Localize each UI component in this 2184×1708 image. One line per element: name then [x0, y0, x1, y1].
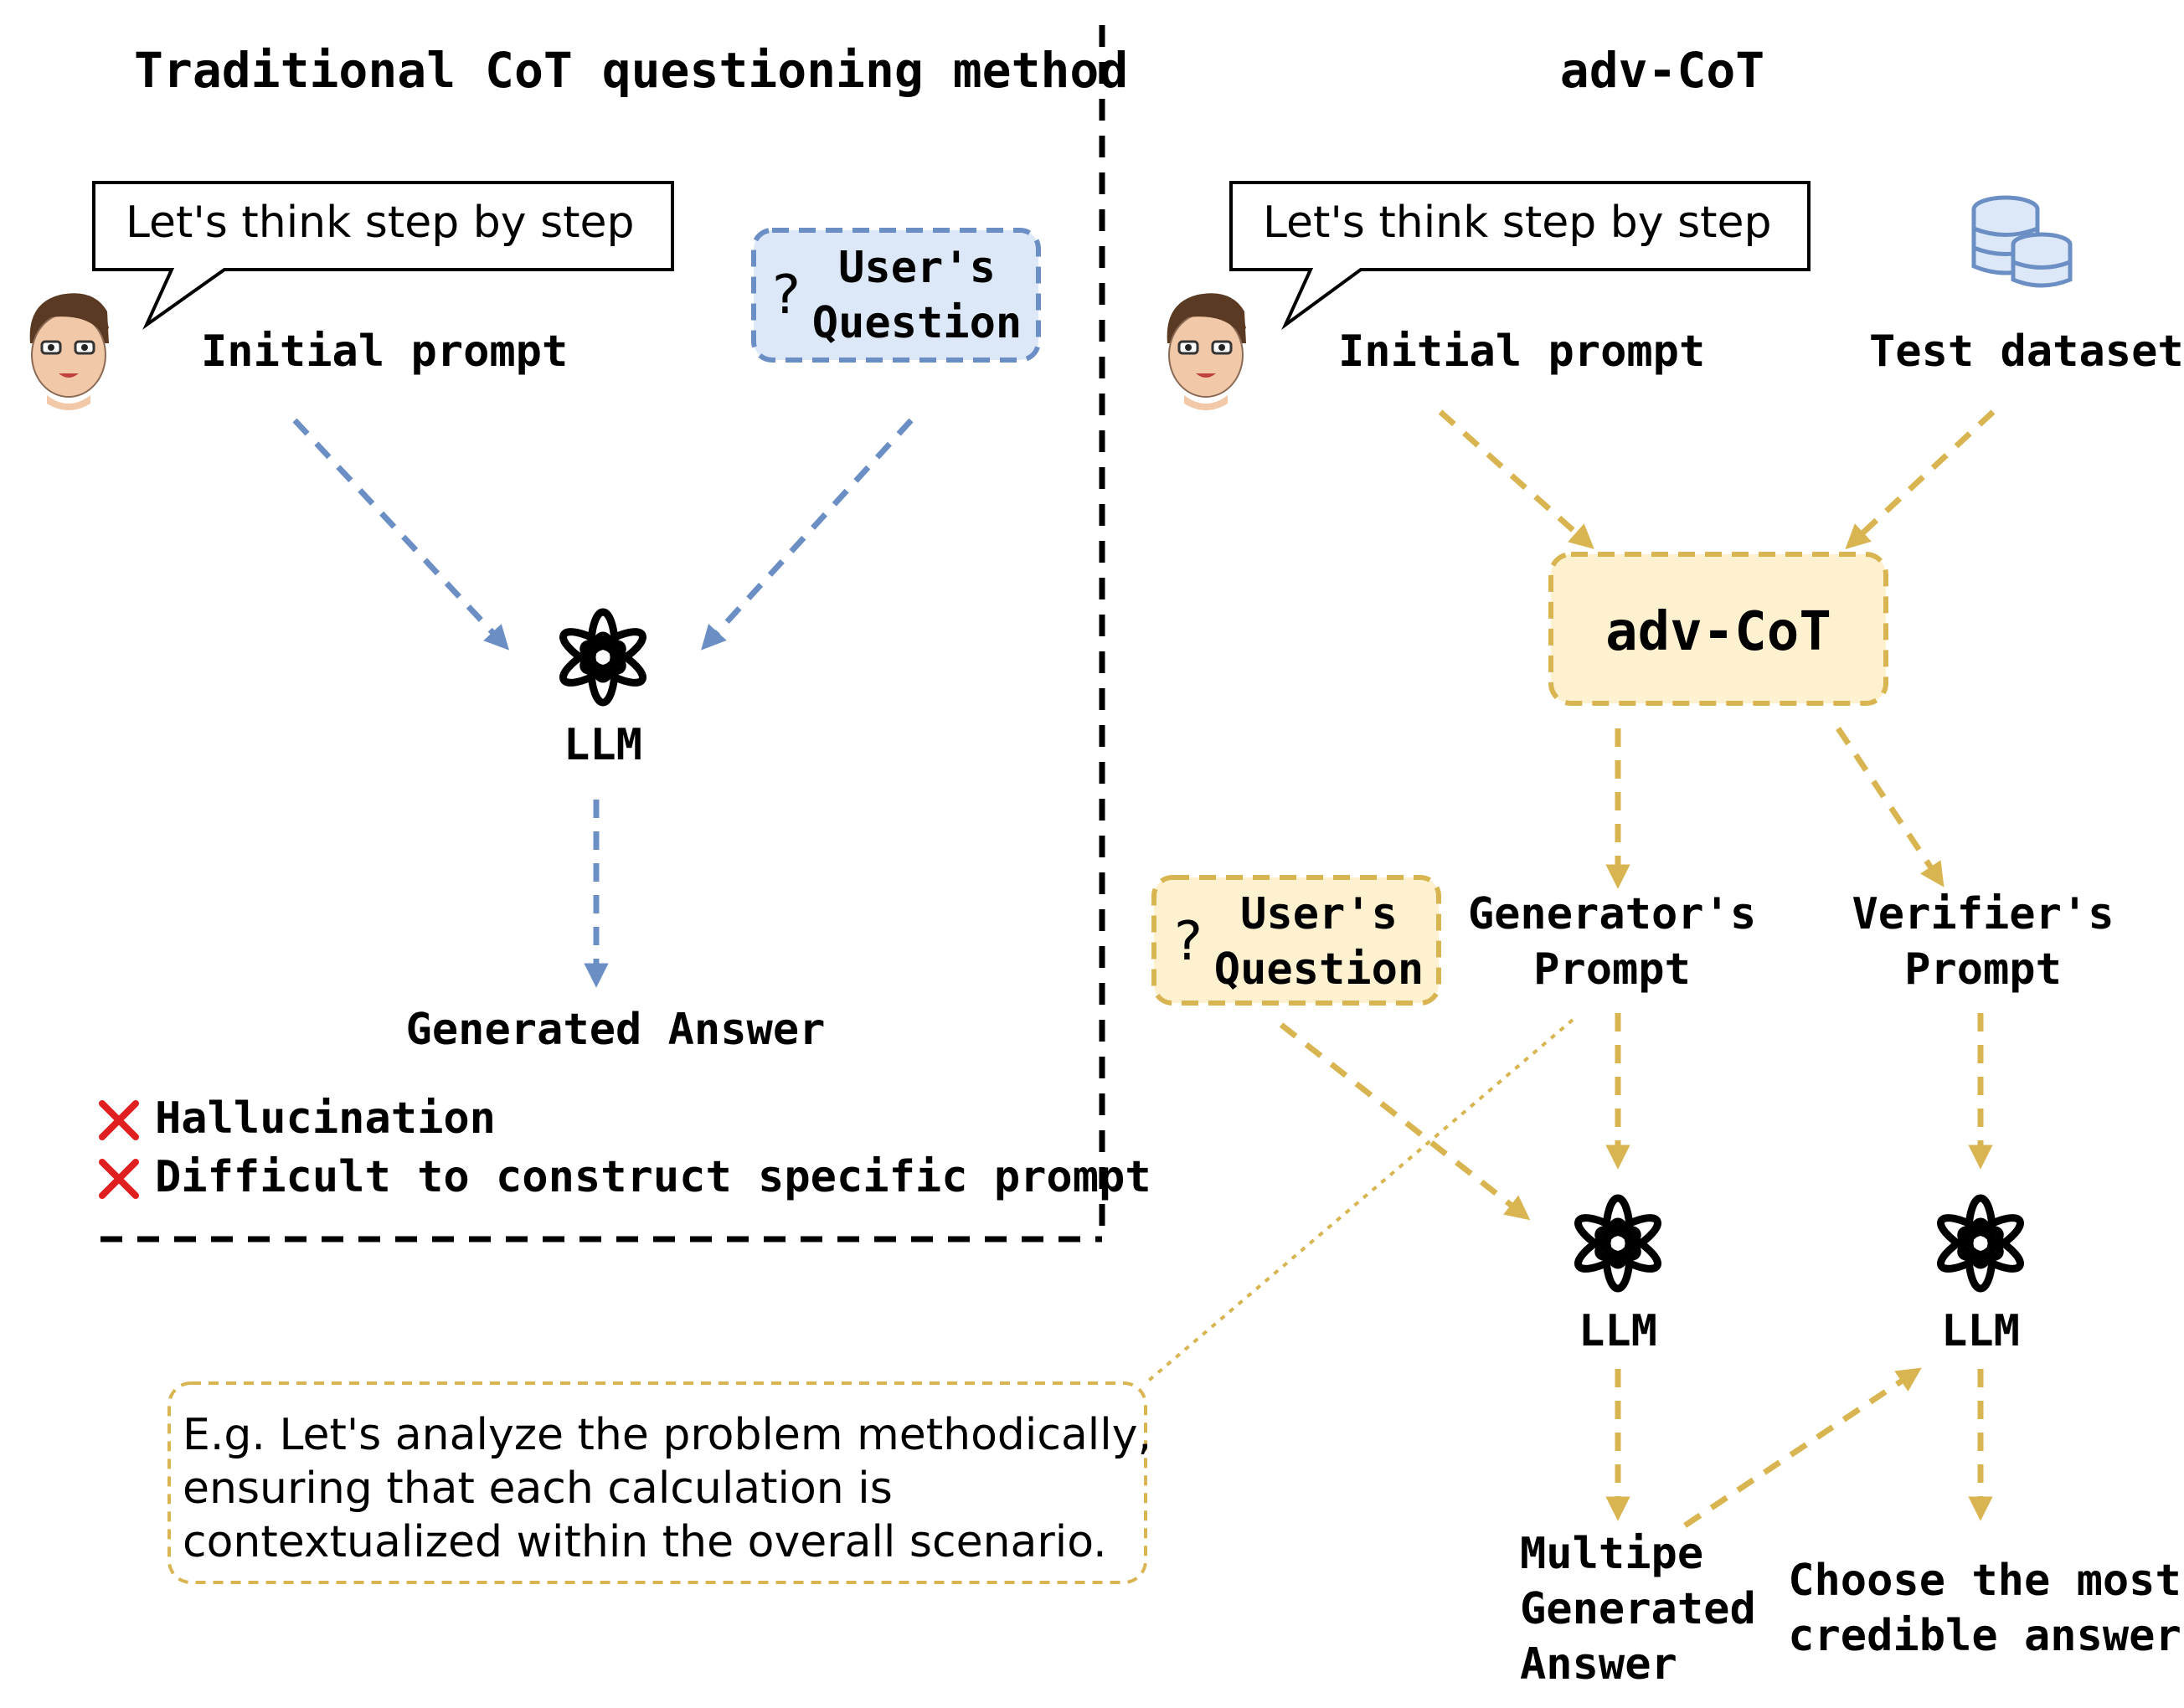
advcot-core-box — [1548, 552, 1888, 706]
right-initial-prompt-label: Initial prompt — [1338, 327, 1706, 377]
left-panel-title: Traditional CoT questioning method — [134, 42, 1129, 99]
left-llm-label: LLM — [564, 720, 642, 770]
right-speech-bubble-icon — [1229, 181, 1811, 331]
left-openai-logo-icon — [558, 612, 648, 702]
generator-llm-label: LLM — [1579, 1306, 1657, 1356]
right-panel-title: adv-CoT — [1559, 42, 1765, 99]
example-note-box — [167, 1381, 1147, 1584]
verifier-prompt-line2: Prompt — [1904, 944, 2062, 995]
verifier-openai-logo-icon — [1935, 1198, 2026, 1289]
right-arrow-question-to-llm — [1279, 1022, 1531, 1221]
final-choice-line2: credible answer — [1788, 1611, 2181, 1661]
right-arrow-advcot-to-verifier — [1836, 727, 1944, 887]
left-bubble-text: Let's think step by step — [126, 198, 635, 248]
right-person-avatar-icon — [1166, 291, 1248, 412]
right-question-box — [1151, 875, 1441, 1006]
left-question-mark-icon: ? — [772, 265, 801, 327]
left-person-avatar-icon — [28, 291, 111, 412]
test-dataset-label: Test dataset — [1869, 327, 2184, 377]
left-arrow-question-to-llm — [701, 418, 914, 651]
example-note-line2: ensuring that each calculation is — [183, 1464, 893, 1514]
advcot-core-label: adv-CoT — [1605, 601, 1831, 663]
cross-mark-icon — [99, 1159, 139, 1199]
final-choice-line1: Choose the most — [1788, 1556, 2181, 1606]
drawback-item-2: Difficult to construct specific prompt — [155, 1152, 1151, 1202]
left-question-box — [751, 228, 1041, 363]
generator-prompt-line1: Generator's — [1467, 889, 1757, 939]
left-output-label: Generated Answer — [405, 1005, 826, 1055]
right-arrow-prompt-to-advcot — [1438, 409, 1594, 549]
left-question-line2: Question — [811, 298, 1022, 348]
generator-prompt-line2: Prompt — [1533, 944, 1691, 995]
drawback-item-1: Hallucination — [155, 1093, 496, 1144]
example-note-line3: contextualized within the overall scenar… — [183, 1517, 1107, 1567]
generator-openai-logo-icon — [1573, 1198, 1663, 1289]
multiple-answers-line3: Answer — [1520, 1639, 1677, 1690]
left-arrow-prompt-to-llm — [292, 418, 510, 651]
right-bubble-text: Let's think step by step — [1263, 198, 1772, 248]
right-arrow-dataset-to-advcot — [1845, 409, 1996, 550]
left-speech-bubble-icon — [92, 181, 674, 330]
right-question-line2: Question — [1213, 944, 1424, 995]
database-icon — [1971, 195, 2073, 288]
left-question-line1: User's — [838, 243, 996, 293]
multiple-answers-line2: Generated — [1520, 1584, 1756, 1634]
right-question-mark-icon: ? — [1174, 911, 1203, 973]
example-note-line1: E.g. Let's analyze the problem methodica… — [183, 1410, 1151, 1460]
cross-mark-icon — [99, 1100, 139, 1140]
right-arrow-answers-to-verifier — [1683, 1367, 1922, 1528]
verifier-prompt-line1: Verifier's — [1852, 889, 2114, 939]
right-question-line1: User's — [1240, 889, 1398, 939]
left-initial-prompt-label: Initial prompt — [201, 327, 569, 377]
multiple-answers-line1: Multipe — [1520, 1529, 1704, 1579]
verifier-llm-label: LLM — [1941, 1306, 2020, 1356]
